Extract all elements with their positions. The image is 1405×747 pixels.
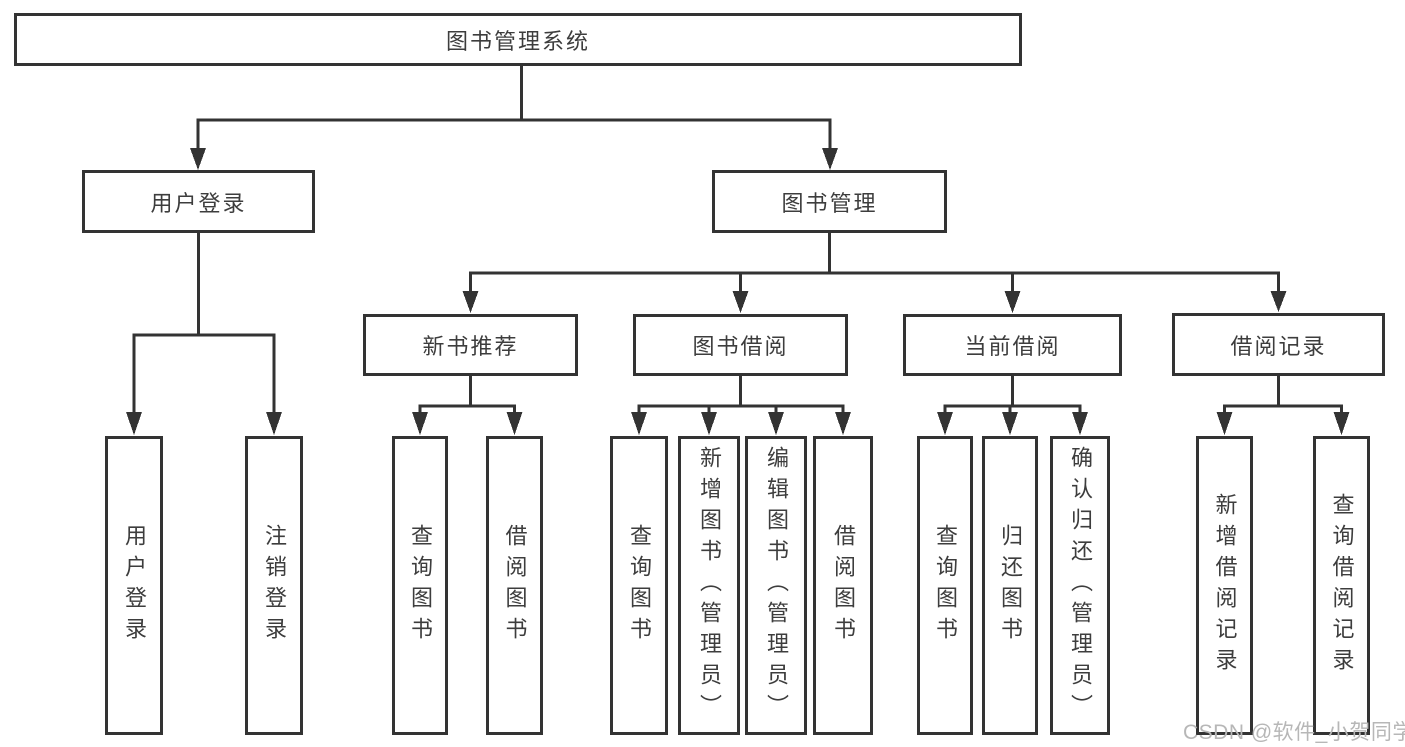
node-label: 确认归还（管理员） [1068, 446, 1093, 725]
node-leaf-confirm-return-admin: 确认归还（管理员） [1050, 436, 1110, 735]
node-label: 查询图书 [933, 523, 958, 648]
node-label: 新增借阅记录 [1212, 492, 1238, 679]
node-leaf-query-books: 查询图书 [917, 436, 973, 735]
node-label: 当前借阅 [964, 334, 1061, 359]
node-label: 查询图书 [627, 523, 652, 648]
node-new-book-recommend: 新书推荐 [363, 314, 578, 376]
node-user-login-module: 用户登录 [82, 170, 315, 233]
node-leaf-query-borrow-record: 查询借阅记录 [1313, 436, 1370, 735]
node-leaf-user-login: 用户登录 [105, 436, 163, 735]
node-label: 注销登录 [262, 523, 287, 648]
node-label: 用户登录 [122, 523, 147, 648]
node-leaf-query-books: 查询图书 [610, 436, 668, 735]
node-current-borrow: 当前借阅 [903, 314, 1122, 376]
node-label: 查询借阅记录 [1329, 492, 1355, 679]
csdn-watermark: CSDN @软件_小贺同学 [1183, 721, 1405, 744]
connector-borrow-records-children [1216, 376, 1350, 435]
node-label: 新书推荐 [422, 334, 519, 359]
node-label: 新增图书（管理员） [697, 446, 722, 725]
node-label: 图书管理 [781, 190, 878, 216]
node-book-management-module: 图书管理 [712, 170, 947, 233]
node-leaf-logout: 注销登录 [245, 436, 303, 735]
node-leaf-edit-books-admin: 编辑图书（管理员） [745, 436, 807, 735]
node-label: 借阅图书 [831, 523, 856, 648]
node-leaf-add-books-admin: 新增图书（管理员） [678, 436, 740, 735]
connector-book-mgmt-children [462, 233, 1287, 313]
node-label: 图书管理系统 [445, 28, 590, 54]
node-label: 借阅记录 [1230, 333, 1327, 359]
connector-new-book-children [412, 376, 523, 435]
node-book-borrow: 图书借阅 [633, 314, 848, 376]
node-borrow-records: 借阅记录 [1172, 313, 1385, 376]
node-label: 图书借阅 [692, 334, 789, 359]
node-leaf-add-borrow-record: 新增借阅记录 [1196, 436, 1253, 735]
connector-current-borrow-children [937, 376, 1088, 435]
connector-user-login-children [126, 233, 282, 435]
node-leaf-borrow-books: 借阅图书 [486, 436, 543, 735]
node-library-management-system: 图书管理系统 [14, 13, 1022, 66]
connector-book-borrow-children [631, 376, 851, 435]
node-leaf-query-books: 查询图书 [392, 436, 448, 735]
node-leaf-borrow-books: 借阅图书 [813, 436, 873, 735]
node-leaf-return-books: 归还图书 [982, 436, 1038, 735]
node-label: 归还图书 [998, 523, 1023, 648]
node-label: 编辑图书（管理员） [764, 446, 789, 725]
node-label: 借阅图书 [502, 523, 528, 648]
node-label: 查询图书 [408, 523, 433, 648]
connector-root-to-level2 [190, 66, 838, 170]
node-label: 用户登录 [150, 190, 247, 216]
